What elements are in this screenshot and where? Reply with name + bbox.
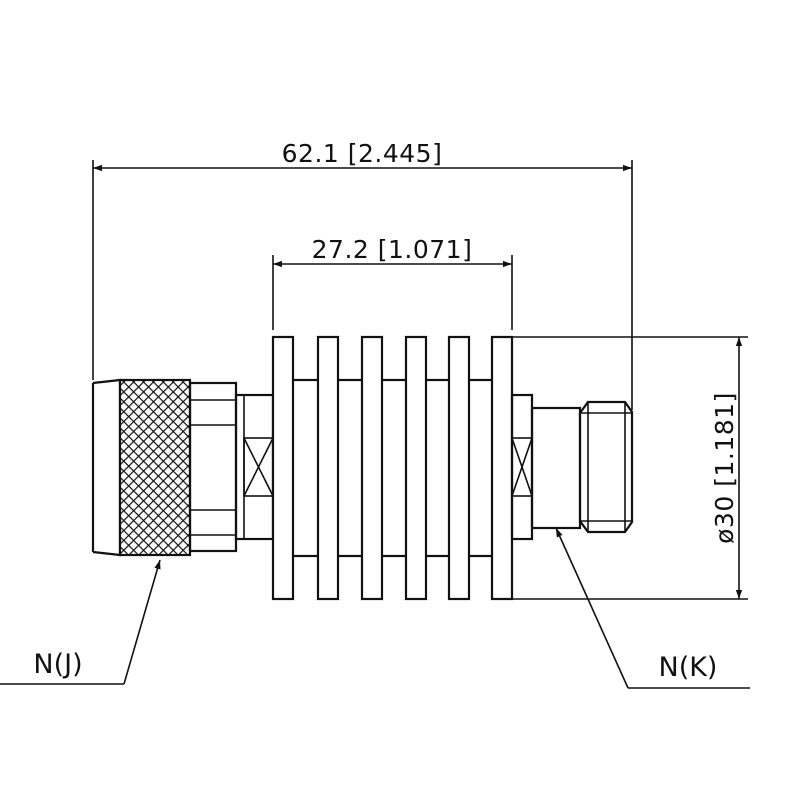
fin: [271, 335, 295, 601]
fin: [447, 335, 471, 601]
knurled-nut: [118, 378, 192, 557]
right-connector-n-female: [510, 393, 634, 541]
fin: [404, 335, 428, 601]
heatsink: [271, 335, 514, 601]
left-connector-label: N(J): [33, 649, 82, 680]
fin: [360, 335, 384, 601]
heatsink-length-dimension: 27.2 [1.071]: [272, 235, 513, 330]
diameter-label: ø30 [1.181]: [710, 392, 739, 544]
overall-length-dimension: 62.1 [2.445]: [92, 139, 633, 410]
left-connector-callout: N(J): [0, 559, 161, 685]
fin: [490, 335, 514, 601]
heatsink-length-label: 27.2 [1.071]: [312, 235, 473, 264]
overall-length-label: 62.1 [2.445]: [282, 139, 443, 168]
fin: [316, 335, 340, 601]
left-connector-n-male: [91, 378, 275, 557]
right-connector-callout: N(K): [555, 527, 750, 689]
diameter-dimension: ø30 [1.181]: [512, 336, 748, 600]
right-connector-label: N(K): [659, 652, 718, 683]
